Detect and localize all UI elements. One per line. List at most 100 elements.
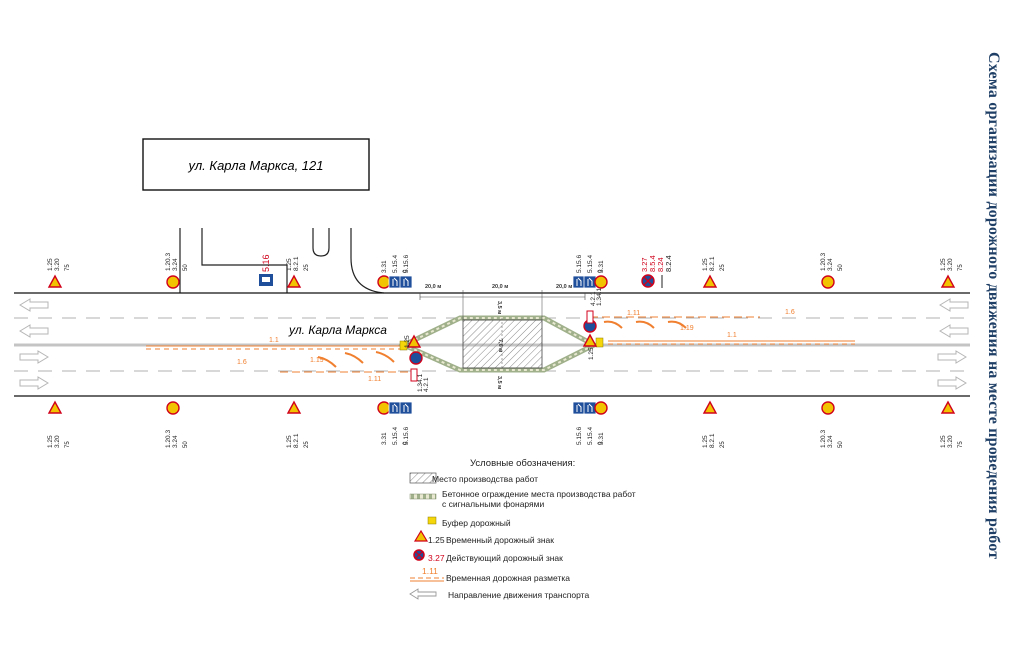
marking-label: 1.1 — [269, 337, 279, 344]
legend-item-label: Буфер дорожный — [442, 518, 511, 528]
road-buffer — [595, 337, 604, 348]
sign-code-label: 1.25 — [940, 258, 947, 271]
sign-code-label: 0 — [598, 269, 604, 273]
sign-code-label: 1.25 — [286, 258, 293, 271]
sign-code-label: 1.34.1 — [596, 288, 603, 306]
sign-code-label: 4.2.1 — [423, 377, 430, 392]
sign-code-label: 4.2.1 — [590, 291, 597, 306]
legend-item: 3.27 Действующий дорожный знак — [408, 552, 638, 568]
warning-sign-icon — [702, 400, 718, 414]
sign-code-label: 8.2.1 — [709, 256, 716, 271]
sign-code-label: 5.15.4 — [587, 427, 594, 445]
prohibitory-sign-icon — [166, 401, 180, 415]
dimension-label: 7,6 м — [497, 339, 503, 352]
sign-code-label: 3.31 — [381, 260, 388, 273]
sign-code-label: 3.31 — [598, 260, 605, 273]
sign-code-label: 3.24 — [172, 435, 179, 448]
sign-code-label: 3.31 — [598, 432, 605, 445]
sign-code-label: 1.25 — [47, 435, 54, 448]
page-title: Схема организации дорожного движения на … — [985, 52, 1002, 560]
warning-sign-icon — [286, 400, 302, 414]
sign-code-label: 75 — [958, 441, 964, 448]
legend-item-code: 1.25 — [428, 535, 445, 545]
lane-sign-icon — [388, 401, 402, 415]
prohibitory-sign-icon — [377, 275, 391, 289]
sign-code-label: 1.25 — [702, 435, 709, 448]
sign-code-label: 1.25 — [588, 347, 595, 360]
sign-code-label: 8.2.4 — [664, 255, 673, 272]
sign-code-label: 1.34.1 — [417, 374, 424, 392]
sign-code-label: 8.24 — [656, 257, 665, 272]
sign-code-label: 50 — [838, 264, 844, 271]
lane-sign-icon — [572, 401, 586, 415]
warning-sign-icon — [582, 333, 598, 347]
sign-code-label: 1.20.3 — [165, 253, 172, 271]
marking-label: 1.1 — [727, 332, 737, 339]
legend-item-label: Действующий дорожный знак — [446, 553, 563, 563]
temporary-markings — [146, 316, 855, 373]
sign-code-label: 5.15.4 — [392, 255, 399, 273]
sign-code-label: 5.15.6 — [403, 255, 410, 273]
sign-code-label: 1.25 — [940, 435, 947, 448]
legend-item: Место производства работ — [408, 473, 638, 489]
prohibitory-sign-icon — [594, 401, 608, 415]
legend-item-label: Временный дорожный знак — [446, 535, 554, 545]
sign-code-label: 0 — [403, 269, 409, 273]
sign-code-label: 5.16 — [261, 254, 271, 272]
lane-sign-icon — [388, 275, 402, 289]
lane-sign-icon — [399, 401, 413, 415]
sign-code-label: 1.25 — [47, 258, 54, 271]
sign-code-label: 8.2.1 — [709, 433, 716, 448]
legend-item-label: с сигнальными фонарями — [442, 499, 545, 509]
legend-item-label: Бетонное ограждение места производства р… — [442, 489, 636, 499]
dimension-label: 20,0 м — [492, 284, 508, 290]
work-area — [462, 319, 543, 369]
sign-group-top: 3.31 5.15.4 5.15.60 — [377, 255, 413, 289]
sign-code-label: 0 — [598, 441, 604, 445]
street-label: ул. Карла Маркса — [288, 323, 387, 337]
sign-code-label: 5.15.6 — [576, 427, 583, 445]
prohibitory-sign-icon — [409, 351, 423, 365]
sign-code-label: 1.25 — [702, 258, 709, 271]
driveways — [179, 228, 385, 294]
lane-sign-icon — [399, 275, 413, 289]
prohibitory-sign-icon — [166, 275, 180, 289]
warning-sign-icon — [702, 274, 718, 288]
sign-code-label: 5.15.6 — [576, 255, 583, 273]
sign-code-label: 8.5.4 — [648, 255, 657, 272]
marking-label: 1.6 — [237, 359, 247, 366]
warning-sign-icon — [286, 274, 302, 288]
road-buffer — [399, 340, 408, 351]
lane-sign-icon — [572, 275, 586, 289]
sign-code-label: 0 — [403, 441, 409, 445]
legend-item-code: 1.11 — [422, 566, 438, 576]
marking-label: 1.19 — [310, 357, 324, 364]
legend-item: Бетонное ограждение места производства р… — [408, 489, 638, 509]
dimension-label: 20,0 м — [425, 284, 441, 290]
sign-code-label: 1.20.3 — [820, 253, 827, 271]
dimension-label: 3,5 м — [496, 376, 502, 389]
warning-sign-icon — [406, 334, 422, 348]
prohibitory-sign-icon — [821, 275, 835, 289]
sign-code-label: 5.15.4 — [392, 427, 399, 445]
marking-label: 1.11 — [627, 310, 640, 317]
direction-arrows — [19, 298, 969, 390]
dimension-label: 20,0 м — [556, 284, 572, 290]
marking-label: 1.6 — [785, 309, 795, 316]
sign-code-label: 8.2.1 — [293, 433, 300, 448]
legend-item: Буфер дорожный — [408, 517, 638, 533]
